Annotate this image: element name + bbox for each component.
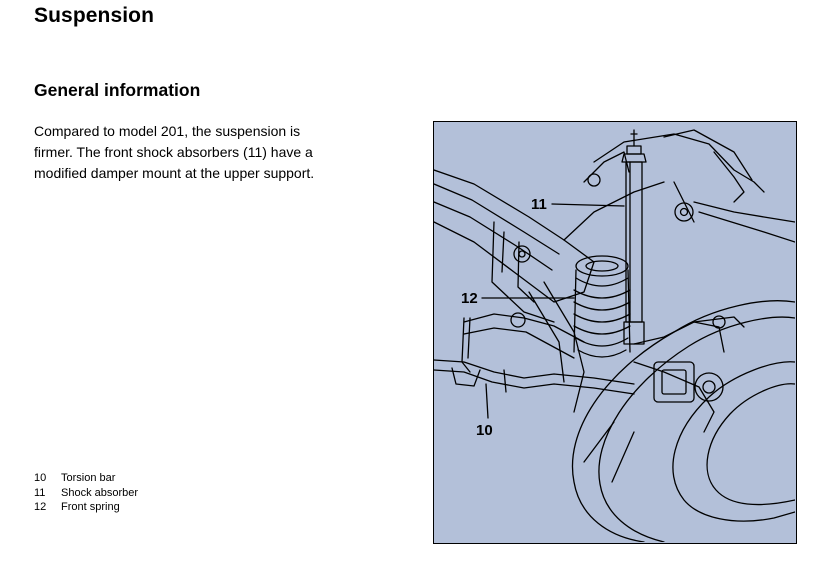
legend-number: 12 [34,501,47,513]
legend-label: Torsion bar [61,472,116,484]
figure-legend: 10 Torsion bar 11 Shock absorber 12 Fron… [34,471,138,515]
suspension-illustration: 11 12 10 [433,121,797,544]
legend-item-shock-absorber: 11 Shock absorber [34,486,138,501]
upper-support-drawing [593,129,795,243]
callout-line-torsion-bar [485,383,489,419]
wheel-drawing [571,300,795,542]
section-heading: General information [34,80,201,100]
paragraph-line-2: firmer. The front shock absorbers (11) h… [34,144,313,160]
front-spring-drawing [573,255,631,358]
torsion-bar-drawing [434,359,635,395]
callout-line-shock-absorber [551,203,625,207]
callout-12: 12 [461,290,478,307]
callout-11: 11 [531,196,547,213]
control-arm-drawing [461,312,745,433]
shock-absorber-drawing [621,129,647,345]
suspension-drawing: 11 12 10 [434,129,795,542]
body-paragraph: Compared to model 201, the suspension is… [34,121,414,184]
legend-item-front-spring: 12 Front spring [34,500,138,515]
legend-item-torsion-bar: 10 Torsion bar [34,471,138,486]
paragraph-line-1: Compared to model 201, the suspension is [34,123,301,139]
legend-label: Shock absorber [61,486,139,499]
page-title: Suspension [34,4,155,27]
callout-10: 10 [476,422,493,439]
legend-number: 11 [34,486,46,499]
paragraph-line-3: modified damper mount at the upper suppo… [34,165,315,181]
legend-number: 10 [34,472,47,484]
callout-lines [481,203,625,419]
legend-label: Front spring [61,501,120,513]
